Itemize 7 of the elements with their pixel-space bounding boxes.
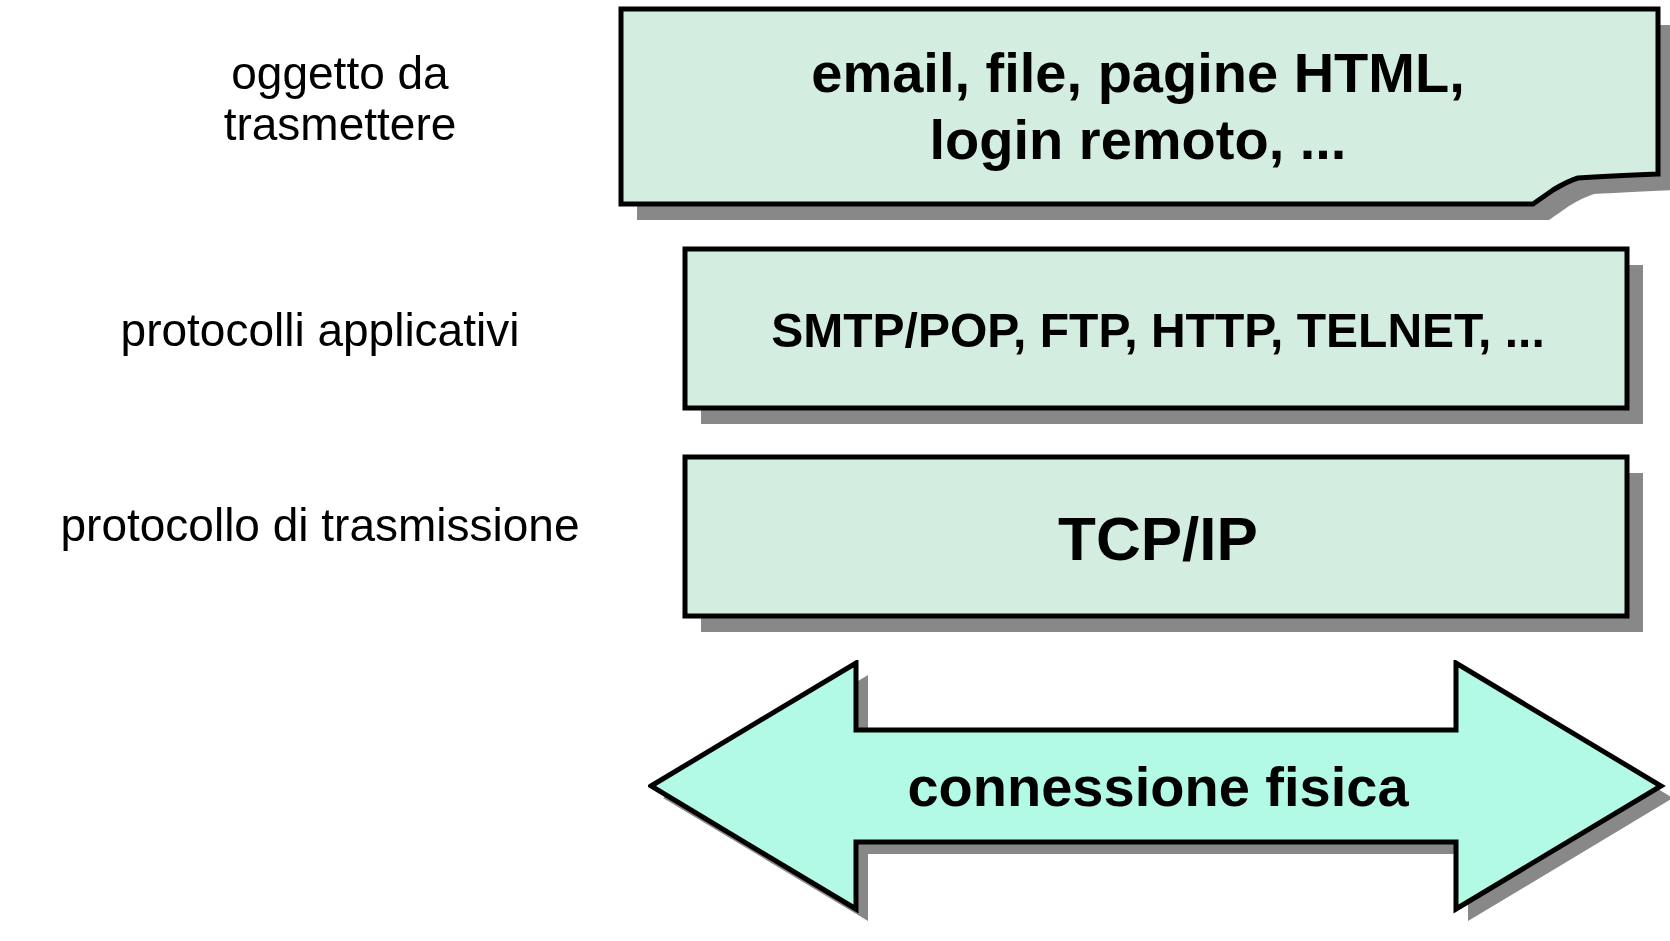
layer-text: email, file, pagine HTML, login remoto, ... [810, 39, 1466, 173]
layer-text: connessione fisica [906, 754, 1410, 821]
layer-text: SMTP/POP, FTP, HTTP, TELNET, ... [770, 303, 1546, 360]
layer-label: protocolli applicativi [119, 305, 521, 356]
layer-label: oggetto da trasmettere [222, 48, 458, 150]
layer-label: protocollo di trasmissione [59, 500, 581, 551]
layer-text: TCP/IP [1057, 502, 1259, 575]
